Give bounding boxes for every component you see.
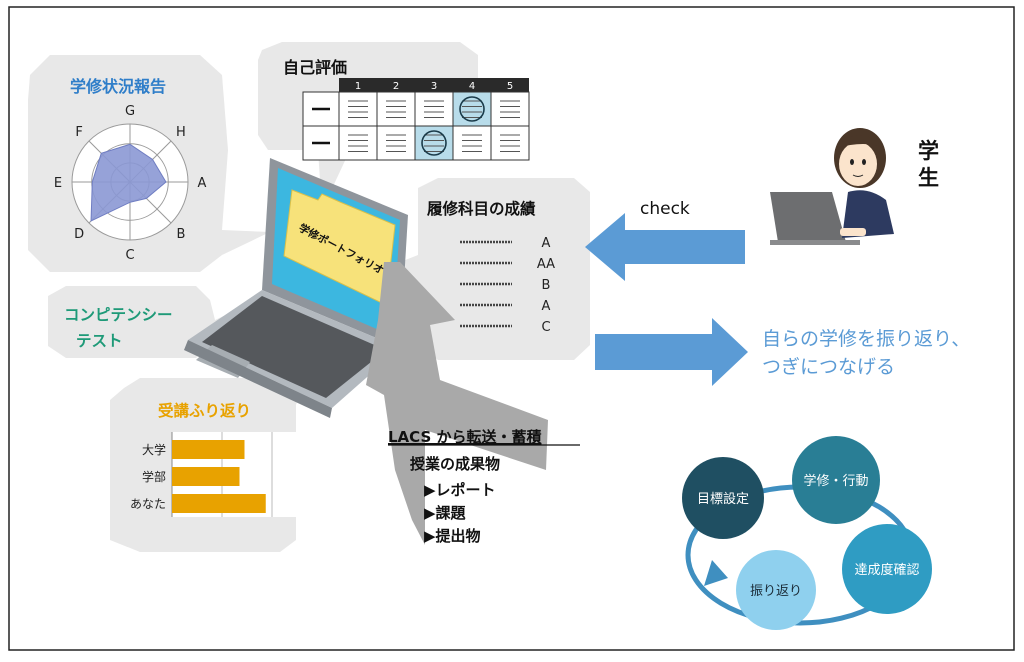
check-label: check [640,199,690,219]
cycle-node-1 [792,436,880,524]
self-eval-col-2: 2 [393,81,399,92]
grade-value: AA [537,257,555,272]
cycle-node-label: 目標設定 [697,491,749,507]
radar-axis-label-A: A [198,176,207,191]
cycle-node-3 [736,550,816,630]
student-illustration [770,128,894,245]
lacs-subtitle: 授業の成果物 [410,455,500,473]
self-eval-table: 1 2 3 4 5 [302,78,530,161]
reflect-arrow [595,318,748,386]
radar-series [90,143,167,222]
bar-2 [172,494,266,513]
grade-value: A [542,299,551,314]
competency-line1: コンピテンシー [64,306,173,324]
self-eval-col-5: 5 [507,81,513,92]
check-arrow [585,213,745,281]
bar-0 [172,440,245,459]
self-eval-selection-circle [459,96,485,122]
cycle-node-2 [842,524,932,614]
student-label-1: 学 [918,139,939,163]
radar-chart: G H A B C D E F [54,104,207,263]
cycle-node-label: 達成度確認 [854,562,919,578]
cycle-node-label: 振り返り [750,584,802,599]
radar-axis-label-H: H [176,125,186,140]
lacs-item: ▶課題 [424,504,467,522]
outer-frame [8,6,1015,651]
bar-label: あなた [130,497,166,511]
self-eval-title: 自己評価 [283,58,347,77]
reflect-message-2: つぎにつなげる [762,356,895,378]
portfolio-folder: 学修ポートフォリオ [283,189,396,306]
self-eval-selection-circle [421,130,447,156]
grades-title: 履修科目の成績 [427,199,536,218]
grade-value: B [542,278,551,293]
radar-title: 学修状況報告 [70,77,166,96]
cycle-node-0 [682,457,764,539]
self-eval-cell [376,125,416,161]
cycle-node-label: 学修・行動 [803,473,868,489]
lacs-arrow [366,262,548,545]
lacs-title: LACS から転送・蓄積 [388,428,542,446]
radar-axis-label-C: C [125,248,134,263]
self-eval-col-1: 1 [355,81,361,92]
self-eval-header [339,78,529,92]
radar-axis-label-B: B [176,227,185,242]
reflection-title: 受講ふり返り [158,401,251,420]
self-eval-col-3: 3 [431,81,437,92]
bar-1 [172,467,240,486]
self-eval-cell [452,125,492,161]
self-eval-cell [338,125,378,161]
self-eval-cell [376,91,416,127]
bar-label: 大学 [142,442,166,457]
radar-axis-label-E: E [54,176,62,191]
self-eval-cell [490,125,530,161]
lacs-item: ▶提出物 [424,527,481,545]
cycle-arrowhead [704,560,728,586]
grade-value: C [541,320,550,335]
radar-axis-label-G: G [125,104,135,119]
radar-axis-label-D: D [74,227,84,242]
lacs-item: ▶レポート [424,481,496,499]
student-label-2: 生 [918,166,939,190]
self-eval-cell [490,91,530,127]
reflect-message-1: 自らの学修を振り返り、 [762,328,970,350]
self-eval-cell [338,91,378,127]
radar-axis-label-F: F [75,125,82,140]
self-eval-col-4: 4 [469,81,475,92]
bar-label: 学部 [142,469,166,484]
lacs-items: ▶レポート ▶課題 ▶提出物 [424,481,496,545]
grade-value: A [542,236,551,251]
competency-line2: テスト [76,332,123,350]
self-eval-cell [414,91,454,127]
